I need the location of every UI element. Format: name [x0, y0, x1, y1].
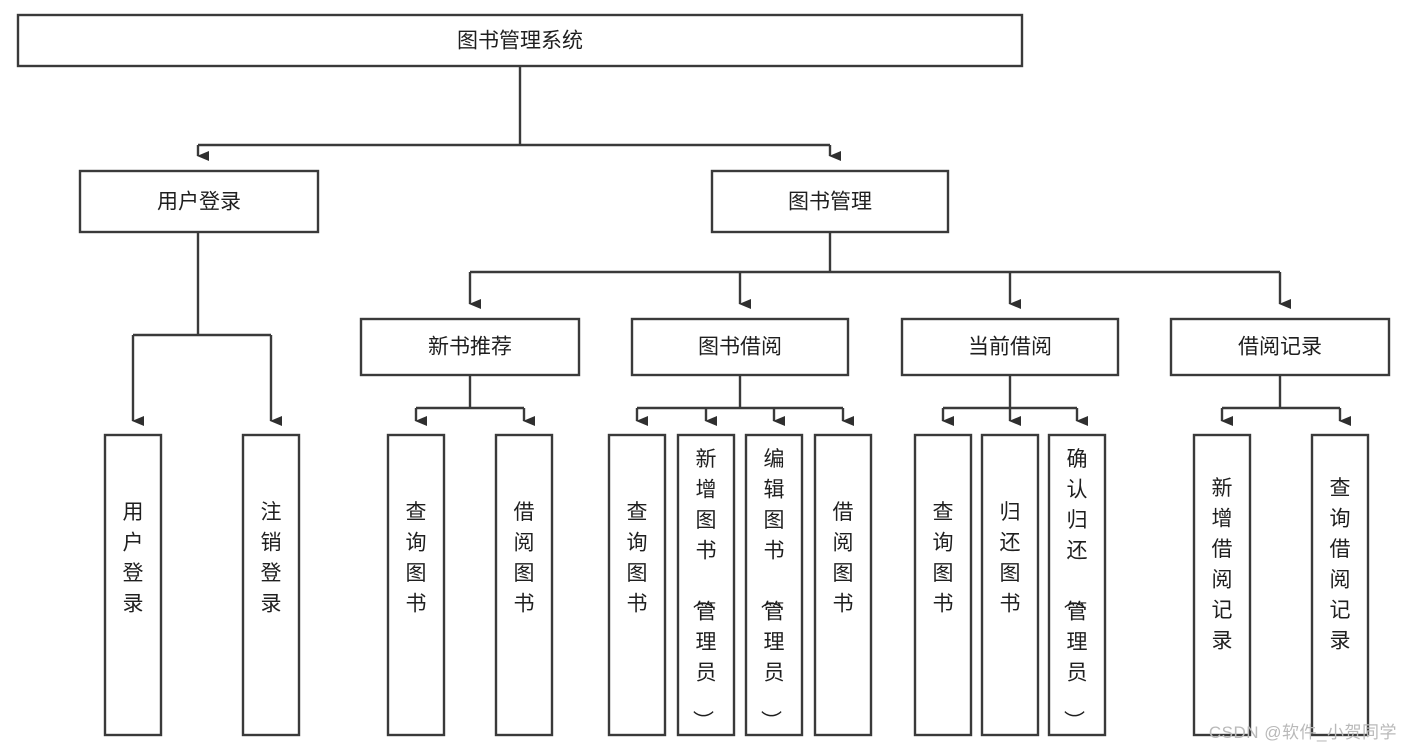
- node-new-book-rec-box[interactable]: [359, 317, 581, 377]
- leaf-edit-book-admin-label: 编辑图书（管理员）: [759, 448, 785, 731]
- leaf-query-book-1-label: 查询图书: [406, 501, 427, 616]
- leaf-borrow-book-2[interactable]: 借阅图书: [813, 433, 873, 737]
- leaf-query-book-3[interactable]: 查询图书: [913, 433, 973, 737]
- leaf-query-book-1[interactable]: 查询图书: [386, 433, 446, 737]
- leaf-logout-login-box[interactable]: [241, 433, 301, 737]
- node-user-login[interactable]: 用户登录: [78, 169, 320, 234]
- node-root-label: 图书管理系统: [457, 30, 583, 53]
- leaf-return-book-label: 归还图书: [1000, 501, 1021, 616]
- connector-layer: [131, 66, 1351, 426]
- leaf-confirm-return-admin-label: 确认归还（管理员）: [1062, 448, 1088, 731]
- node-new-book-rec-label: 新书推荐: [428, 336, 512, 359]
- leaf-confirm-return-admin[interactable]: 确认归还（管理员）: [1047, 433, 1107, 737]
- leaf-query-book-3-box[interactable]: [913, 433, 973, 737]
- leaf-query-book-2-label: 查询图书: [627, 501, 648, 616]
- node-book-manage-label: 图书管理: [788, 191, 872, 214]
- leaf-borrow-book-2-label: 借阅图书: [833, 501, 854, 616]
- node-root-box[interactable]: [16, 13, 1024, 68]
- leaf-query-borrow-record-box[interactable]: [1310, 433, 1370, 737]
- leaf-user-login[interactable]: 用户登录: [103, 433, 163, 737]
- node-user-login-label: 用户登录: [157, 191, 241, 214]
- leaf-add-book-admin-label: 新增图书（管理员）: [691, 448, 717, 731]
- leaf-query-borrow-record[interactable]: 查询借阅记录: [1310, 433, 1370, 737]
- node-borrow-record[interactable]: 借阅记录: [1169, 317, 1391, 377]
- node-root[interactable]: 图书管理系统: [16, 13, 1024, 68]
- leaf-borrow-book-1-label: 借阅图书: [514, 501, 535, 616]
- node-new-book-rec[interactable]: 新书推荐: [359, 317, 581, 377]
- leaf-add-borrow-record[interactable]: 新增借阅记录: [1192, 433, 1252, 737]
- leaf-query-book-1-box[interactable]: [386, 433, 446, 737]
- node-book-borrow-box[interactable]: [630, 317, 850, 377]
- leaf-edit-book-admin-box[interactable]: [744, 433, 804, 737]
- watermark-label: CSDN @软件_小贺同学: [1208, 723, 1397, 742]
- leaf-user-login-label: 用户登录: [123, 501, 144, 616]
- leaf-edit-book-admin[interactable]: 编辑图书（管理员）: [744, 433, 804, 737]
- leaf-return-book-box[interactable]: [980, 433, 1040, 737]
- leaf-borrow-book-2-box[interactable]: [813, 433, 873, 737]
- node-user-login-box[interactable]: [78, 169, 320, 234]
- leaf-logout-login[interactable]: 注销登录: [241, 433, 301, 737]
- leaf-confirm-return-admin-box[interactable]: [1047, 433, 1107, 737]
- leaf-query-book-3-label: 查询图书: [933, 501, 954, 616]
- node-book-borrow[interactable]: 图书借阅: [630, 317, 850, 377]
- leaf-borrow-book-1[interactable]: 借阅图书: [494, 433, 554, 737]
- leaf-user-login-box[interactable]: [103, 433, 163, 737]
- leaf-logout-login-label: 注销登录: [261, 501, 282, 616]
- leaf-borrow-book-1-box[interactable]: [494, 433, 554, 737]
- leaf-add-borrow-record-label: 新增借阅记录: [1212, 477, 1233, 653]
- node-borrow-record-box[interactable]: [1169, 317, 1391, 377]
- node-book-manage[interactable]: 图书管理: [710, 169, 950, 234]
- leaf-query-borrow-record-label: 查询借阅记录: [1330, 477, 1351, 653]
- node-book-borrow-label: 图书借阅: [698, 336, 782, 359]
- leaf-add-book-admin-box[interactable]: [676, 433, 736, 737]
- leaf-query-book-2-box[interactable]: [607, 433, 667, 737]
- node-current-borrow-box[interactable]: [900, 317, 1120, 377]
- node-current-borrow[interactable]: 当前借阅: [900, 317, 1120, 377]
- node-borrow-record-label: 借阅记录: [1238, 336, 1322, 359]
- node-current-borrow-label: 当前借阅: [968, 336, 1052, 359]
- leaf-return-book[interactable]: 归还图书: [980, 433, 1040, 737]
- leaf-add-book-admin[interactable]: 新增图书（管理员）: [676, 433, 736, 737]
- node-book-manage-box[interactable]: [710, 169, 950, 234]
- leaf-add-borrow-record-box[interactable]: [1192, 433, 1252, 737]
- leaf-query-book-2[interactable]: 查询图书: [607, 433, 667, 737]
